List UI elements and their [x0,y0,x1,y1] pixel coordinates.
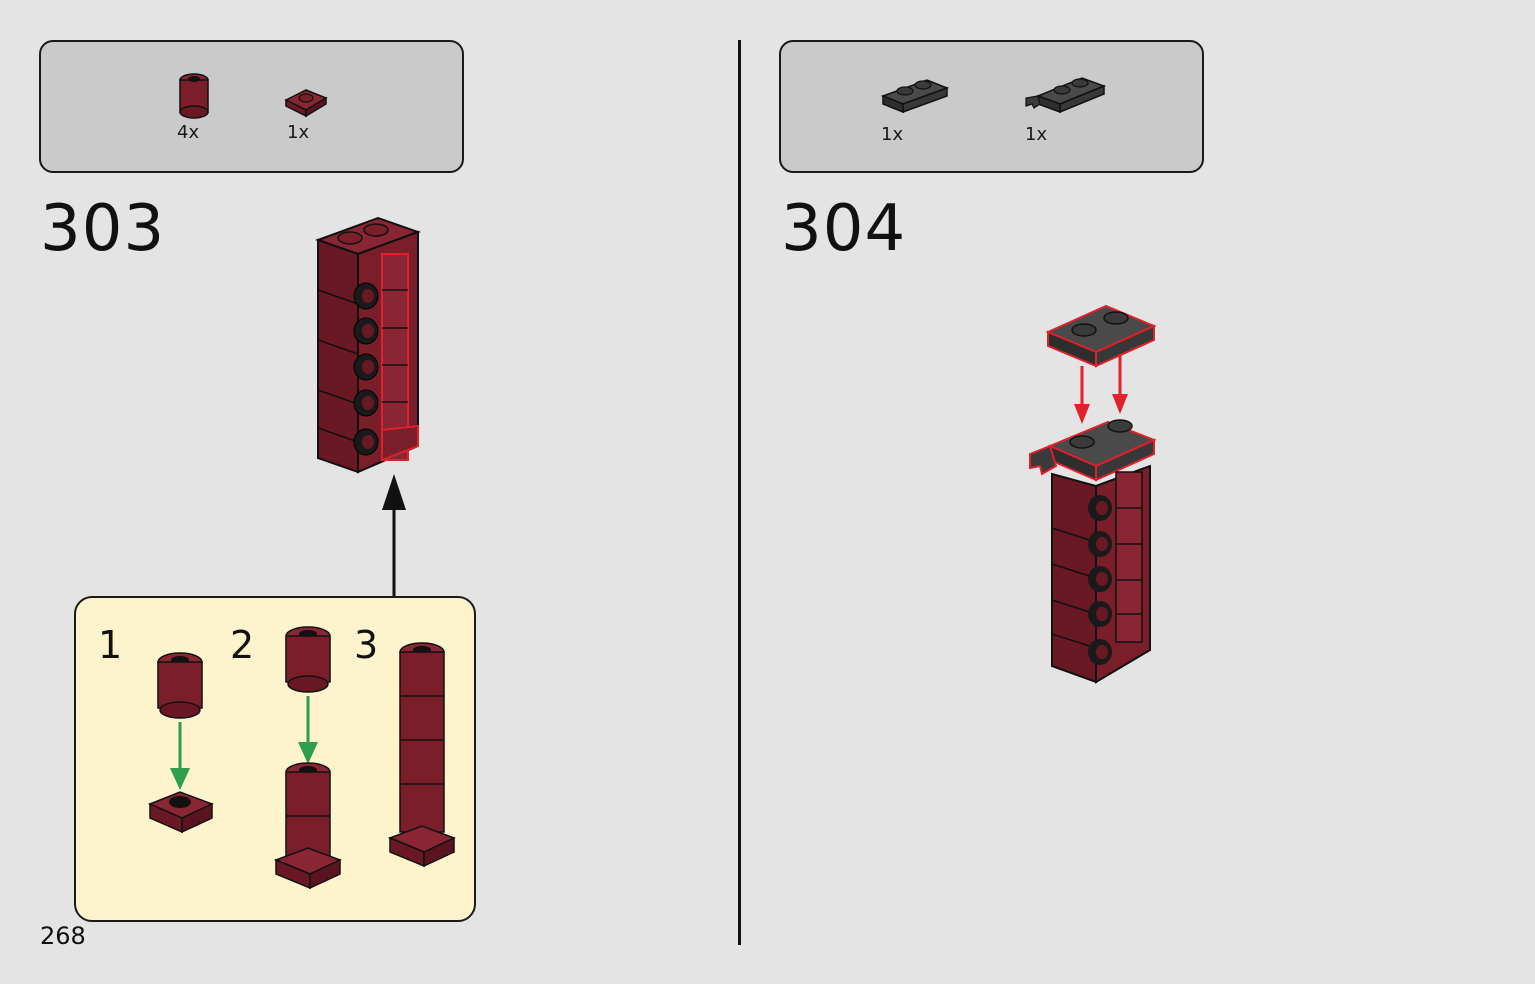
page-divider [738,40,741,945]
dark-red-round-plate-icon [284,89,328,118]
dark-gray-plate-clip-icon [1025,77,1107,114]
page-number: 268 [40,922,86,950]
parts-list-step-303: 4x 1x [39,40,464,173]
step-304-model [1029,304,1157,684]
part-qty: 4x [177,122,200,143]
part-qty: 1x [287,122,310,143]
dark-gray-plate-1x2-icon [880,79,950,114]
substep-number-3: 3 [354,623,379,667]
sub-assembly-callout: 1 2 3 [74,596,476,922]
callout-arrow [382,474,406,598]
substep-number-2: 2 [230,623,255,667]
substep-number-1: 1 [98,623,123,667]
parts-list-step-304: 1x 1x [779,40,1204,173]
dark-red-round-brick-icon [179,73,209,119]
step-number-304: 304 [781,192,907,266]
step-303-model [315,216,421,474]
substep-3-illustration [387,642,456,868]
part-qty: 1x [1025,124,1048,145]
substep-1-illustration [148,652,214,834]
step-number-303: 303 [40,192,166,266]
substep-2-illustration [273,626,342,890]
part-qty: 1x [881,124,904,145]
